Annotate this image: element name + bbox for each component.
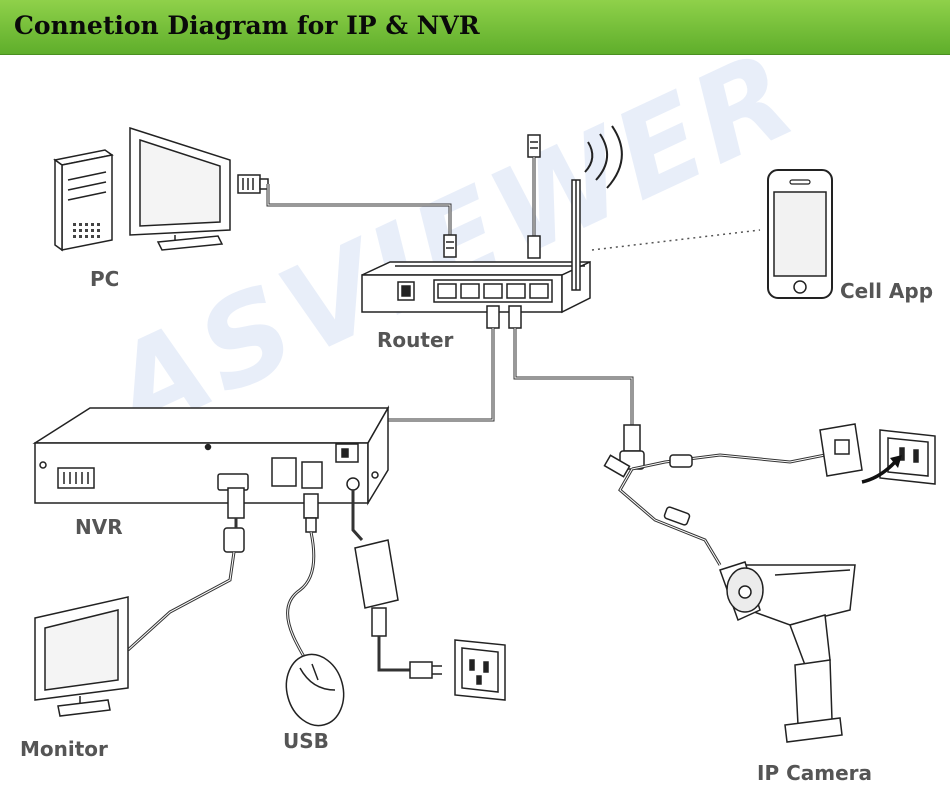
wifi-signal-icon [584, 125, 623, 189]
outlet-arrow [861, 460, 897, 484]
pc-router-cable [266, 184, 452, 235]
router-camera-cable [513, 328, 634, 425]
router-lan-plug-icon [443, 234, 457, 258]
adapter-plug-cable [377, 636, 410, 672]
vga-plug-icon [223, 487, 245, 553]
wall-outlet-camera-icon [879, 429, 936, 485]
monitor-icon [34, 596, 129, 717]
router-out-plug-icon [486, 305, 522, 329]
pc-monitor-icon [129, 126, 231, 251]
router-icon [361, 179, 591, 314]
label-router: Router [377, 328, 454, 352]
mouse-icon [285, 653, 345, 727]
wan-plug-bottom-icon [527, 235, 541, 259]
camera-connector-icon [603, 454, 693, 526]
label-usb: USB [283, 729, 329, 753]
camera-power-adapter-icon [819, 423, 863, 477]
pc-tower-icon [53, 149, 114, 252]
page-title: Connetion Diagram for IP & NVR [14, 11, 480, 40]
power-adapter-icon [354, 539, 399, 637]
title-bar: Connetion Diagram for IP & NVR [0, 0, 950, 55]
ip-camera-icon [719, 561, 856, 743]
nvr-power-cable [351, 490, 364, 542]
label-nvr: NVR [75, 515, 123, 539]
label-cell-app: Cell App [840, 279, 933, 303]
label-ip-camera: IP Camera [757, 761, 872, 785]
wan-cable-plug-icon [527, 134, 541, 158]
wireless-link [591, 229, 761, 251]
vga-cable [126, 518, 238, 652]
cell-phone-icon [767, 169, 833, 299]
usb-plug-icon [303, 493, 319, 533]
label-pc: PC [90, 267, 119, 291]
nvr-icon [32, 405, 390, 506]
pc-ethernet-plug-icon [237, 174, 269, 194]
wall-outlet-nvr-icon [454, 639, 506, 701]
label-monitor: Monitor [20, 737, 108, 761]
plug-icon [409, 661, 442, 679]
